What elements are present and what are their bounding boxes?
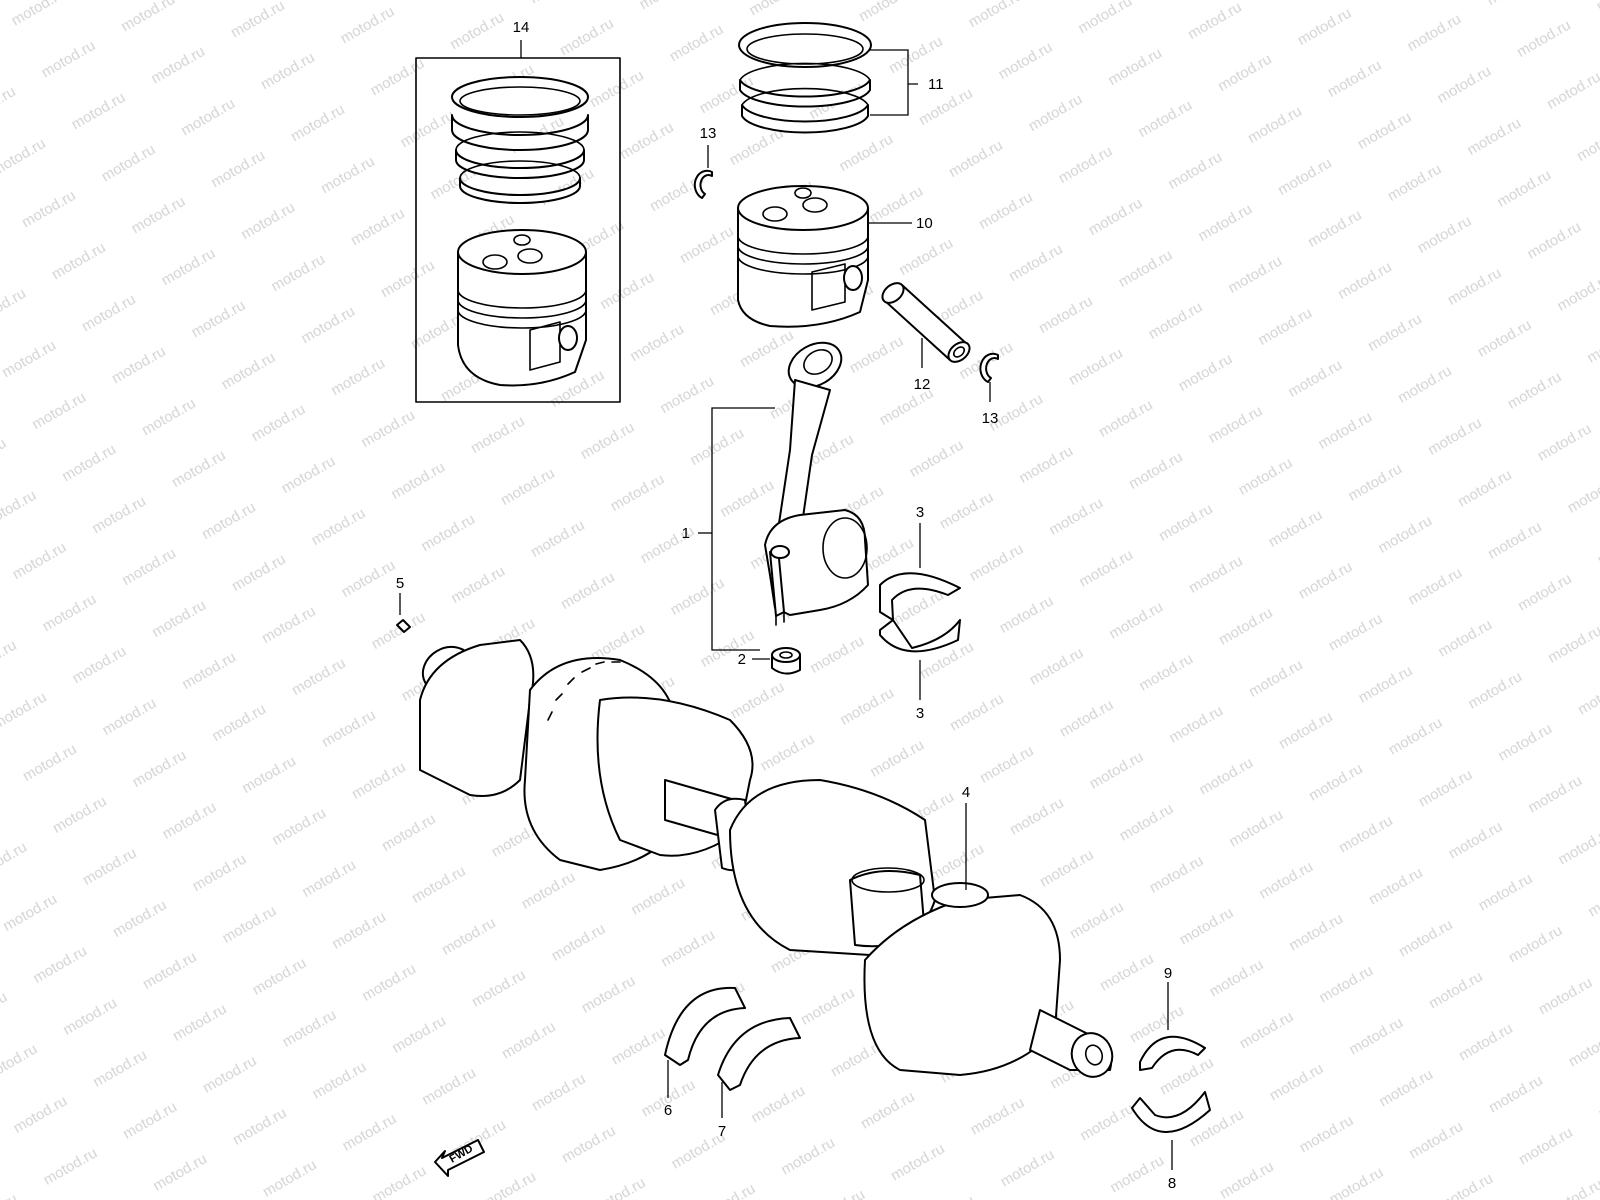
- thrust-bearing-7: [717, 1017, 801, 1118]
- callout-13-lower: 13: [982, 410, 999, 427]
- nut-2: [752, 647, 801, 675]
- callout-11: 11: [928, 76, 944, 93]
- piston-rings-11: [738, 22, 918, 134]
- circlip-13-upper: [693, 145, 713, 199]
- connecting-rod-1: [698, 341, 869, 651]
- piston-set-box: [415, 40, 621, 403]
- callout-10: 10: [916, 215, 933, 232]
- conrod-bearing-3: [879, 523, 961, 700]
- piston-10: [737, 185, 912, 328]
- piston-ring-set-14: [451, 76, 589, 204]
- main-bearing-8: [1131, 1091, 1211, 1170]
- callout-1: 1: [682, 525, 690, 542]
- callout-4: 4: [962, 784, 970, 801]
- piston-14: [457, 229, 587, 387]
- callout-3-lower: 3: [916, 705, 924, 722]
- main-bearing-9: [1139, 982, 1206, 1071]
- callout-3-upper: 3: [916, 504, 924, 521]
- forward-arrow-icon: FWD: [434, 1139, 485, 1177]
- dowel-pin-5: [396, 593, 411, 633]
- callout-8: 8: [1168, 1175, 1176, 1192]
- callout-13-upper: 13: [700, 125, 717, 142]
- thrust-bearing-6: [664, 986, 746, 1098]
- callout-6: 6: [664, 1102, 672, 1119]
- piston-pin-12: [881, 282, 971, 368]
- callout-2: 2: [738, 651, 746, 668]
- callout-9: 9: [1164, 965, 1172, 982]
- callout-14: 14: [513, 19, 530, 36]
- crankshaft-4: [419, 639, 1114, 1078]
- callout-7: 7: [718, 1123, 726, 1140]
- circlip-13-lower: [979, 352, 999, 402]
- callout-12: 12: [914, 376, 931, 393]
- callout-5: 5: [396, 575, 404, 592]
